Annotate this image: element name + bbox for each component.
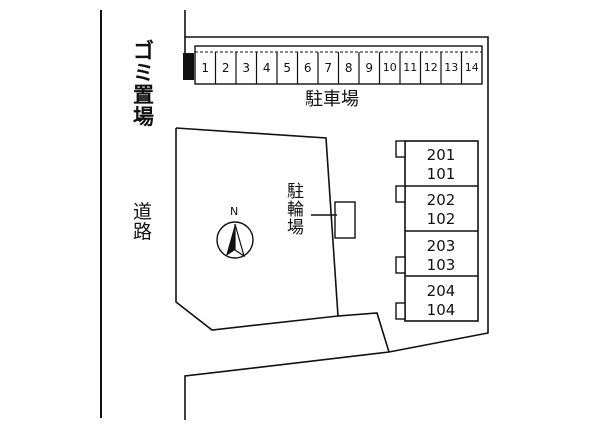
garbage-label-char: ゴ [133, 39, 154, 63]
garbage-label-char: ミ [133, 61, 154, 86]
garbage-area-marker [183, 53, 194, 80]
unit-upper: 202 [426, 191, 456, 209]
unit-upper: 203 [426, 237, 456, 255]
unit-lower: 104 [426, 301, 456, 319]
open-area-left [175, 128, 339, 331]
open-area-outline [175, 127, 390, 353]
parking-stall-number: 11 [403, 61, 418, 74]
parking-stall-number: 3 [242, 61, 251, 75]
bicycle-parking-box [334, 201, 356, 239]
parking-stall-number: 14 [464, 61, 479, 74]
road-label-char: 路 [133, 220, 153, 243]
lower-boundary [184, 351, 390, 420]
parking-stall-number: 5 [283, 61, 292, 75]
parking-stall-number: 1 [201, 61, 210, 75]
parking-stall-number: 4 [262, 61, 271, 75]
parking-stall-number: 13 [444, 61, 459, 74]
unit-lower: 101 [426, 165, 456, 183]
bicycle-parking-label: 駐 輪 場 [287, 182, 304, 238]
parking-stall-number: 9 [365, 61, 374, 75]
parking-stall-number: 6 [303, 61, 312, 75]
parking-stall-number: 10 [382, 61, 397, 74]
unit-upper: 204 [426, 282, 456, 300]
garbage-label-char: 置 [133, 83, 154, 108]
bicycle-label-char: 駐 [287, 182, 304, 202]
unit-lower: 102 [426, 210, 456, 228]
parking-label: 駐車場 [305, 89, 359, 110]
road-label-char: 道 [133, 201, 153, 223]
parking-stall-dividers [214, 52, 463, 84]
north-label: N [230, 205, 239, 218]
unit-lower: 103 [426, 256, 456, 274]
road-label: 道 路 [133, 201, 153, 243]
parking-stall-number: 8 [344, 61, 353, 75]
parking-stall-number: 7 [324, 61, 333, 75]
parking-stall-number: 2 [221, 61, 230, 75]
parking-stall-number: 12 [423, 61, 438, 74]
property-boundary [184, 10, 489, 353]
north-arrow-icon [216, 221, 254, 259]
apartment-building [395, 140, 479, 322]
garbage-area-label: ゴ ミ 置 場 [133, 40, 154, 128]
bicycle-label-char: 輪 [287, 199, 304, 220]
unit-upper: 201 [426, 146, 456, 164]
bicycle-label-char: 場 [287, 217, 304, 238]
garbage-label-char: 場 [133, 105, 154, 130]
